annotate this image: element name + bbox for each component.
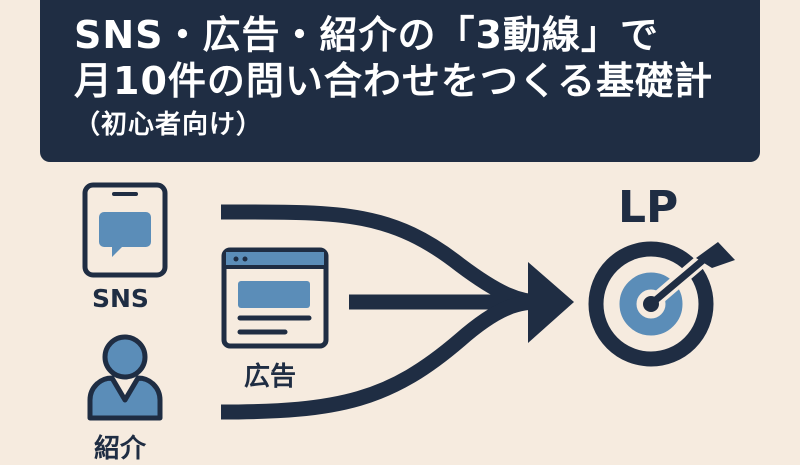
title-line-1: SNS・広告・紹介の「3動線」で	[74, 13, 659, 57]
source-label-sns: SNS	[92, 284, 149, 313]
flow-arrows	[220, 204, 541, 420]
smartphone-chat-icon	[82, 182, 168, 278]
source-label-referral: 紹介	[94, 434, 147, 464]
person-icon	[87, 334, 163, 421]
browser-window-icon	[221, 247, 329, 349]
source-label-ads: 広告	[244, 362, 297, 392]
target-arrow-icon	[588, 241, 735, 367]
flow-diagram	[82, 182, 735, 421]
title-banner: SNS・広告・紹介の「3動線」で 月10件の問い合わせをつくる基礎計 （初心者向…	[40, 0, 760, 162]
arrow-head	[528, 262, 574, 343]
title-subtitle: （初心者向け）	[74, 110, 264, 140]
title-line-2: 月10件の問い合わせをつくる基礎計	[74, 59, 714, 103]
target-label-lp: LP	[618, 182, 679, 233]
